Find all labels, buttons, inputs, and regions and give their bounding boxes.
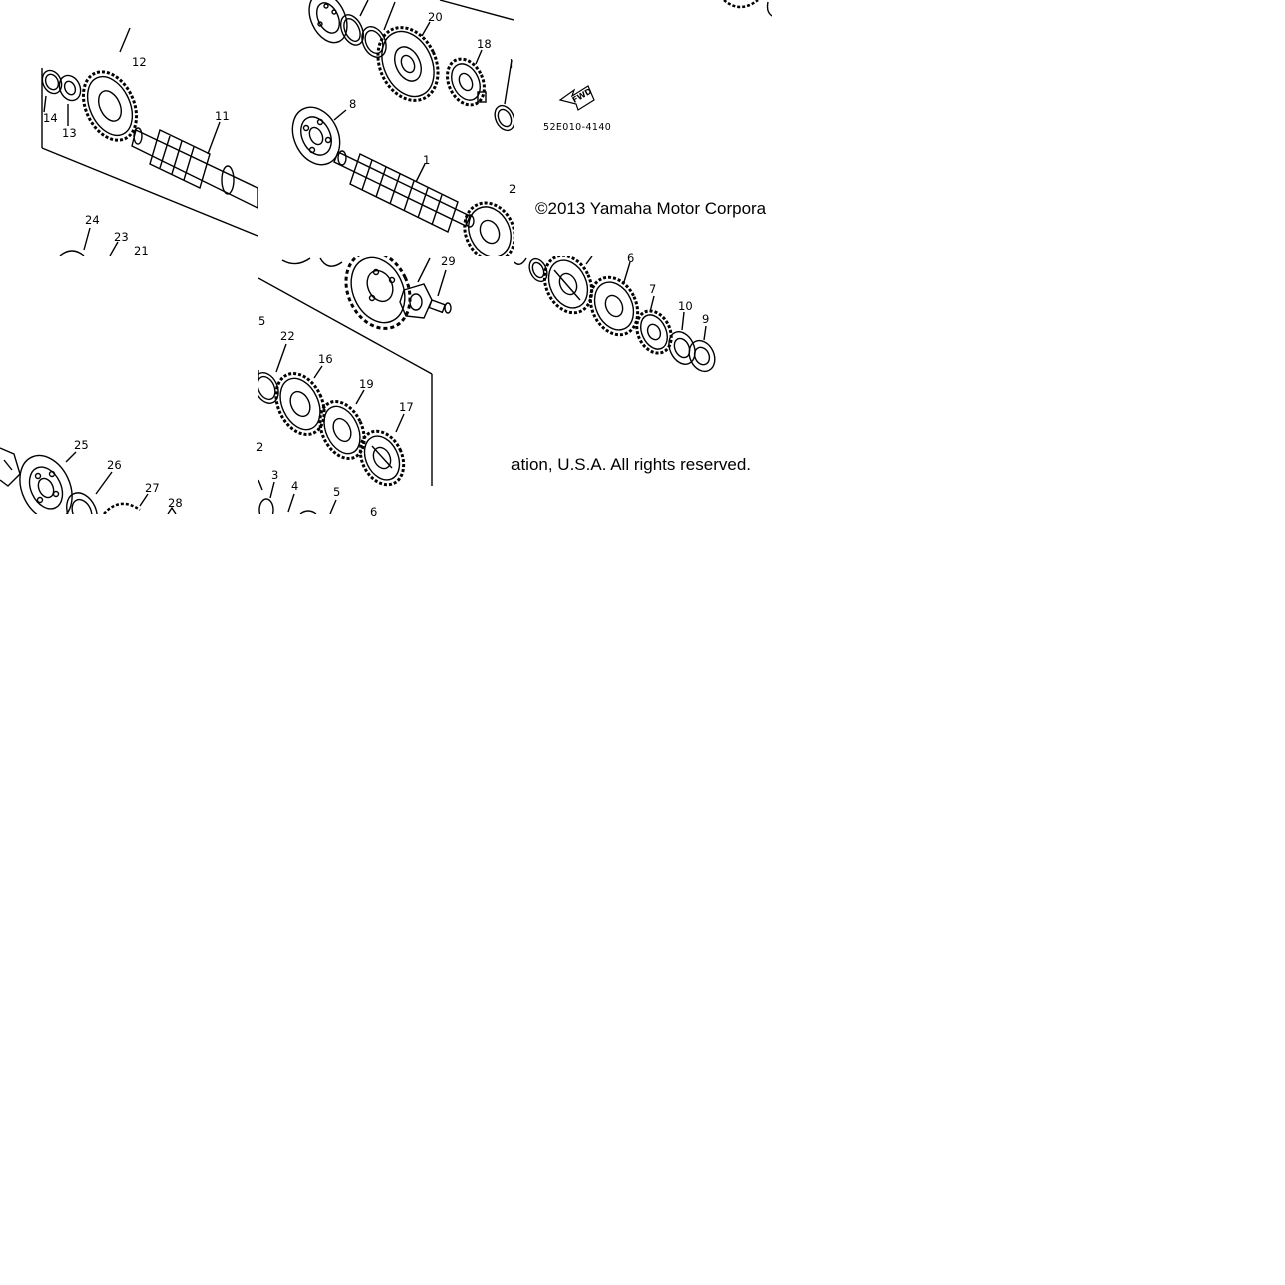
washer-3 [258,498,274,514]
tile-bottom-left [0,447,177,514]
drive-sprocket [344,256,412,330]
washer [339,14,365,46]
washer-14 [41,69,63,95]
callout-11: 11 [215,109,230,123]
copyright-line-2: ation, U.S.A. All rights reserved. [511,455,751,474]
callout-2-mid: 2 [256,440,263,454]
main-axle [333,150,475,233]
callout-1: 1 [423,153,430,167]
bearing [308,0,348,44]
callout-26: 26 [107,458,122,472]
callout-18: 18 [477,37,492,51]
copyright-line-1: ©2013 Yamaha Motor Corpora [535,199,767,218]
circlip-22 [258,372,279,404]
bearing-10 [668,331,696,365]
gear-20 [376,26,440,102]
bolt-29 [428,299,452,314]
gear-17 [358,429,406,487]
callout-27: 27 [145,481,160,495]
callout-9: 9 [702,312,709,326]
callout-16: 16 [318,352,333,366]
washer-13 [58,74,82,102]
callout-4: 4 [291,479,298,493]
gear-12 [81,70,139,142]
oil-seal-9 [688,339,716,373]
callout-17: 17 [399,400,414,414]
gear-6 [588,275,640,337]
gear-16 [274,372,326,436]
tile-top-right [558,0,772,111]
callout-5-mid: 5 [258,314,265,328]
callout-21: 21 [134,244,149,258]
callout-14: 14 [43,111,58,125]
callout-edge: l [510,57,513,71]
ring [494,104,514,132]
gear-7 [635,309,673,355]
callout-28: 28 [168,496,183,510]
callout-6-right: 6 [627,251,634,265]
callout-labels: 20 18 l 8 1 2 12 11 14 13 24 23 21 29 6 … [43,10,709,519]
tile-middle-center [258,256,452,514]
gear-pair [542,256,594,315]
callout-7: 7 [649,282,656,296]
callout-10: 10 [678,299,693,313]
circlip [528,257,548,283]
callout-22: 22 [280,329,295,343]
bearing-25 [19,454,73,514]
callout-23: 23 [114,230,129,244]
tile-top-left [41,27,258,256]
callout-12: 12 [132,55,147,69]
gear-2 [463,201,514,256]
bearing-8 [291,106,341,166]
callout-24: 24 [85,213,100,227]
fwd-arrow-icon [558,85,595,111]
tile-top-center [291,0,514,256]
callout-8: 8 [349,97,356,111]
callout-20: 20 [428,10,443,24]
callout-6-bottom: 6 [370,505,377,519]
callout-29: 29 [441,254,456,268]
callout-19: 19 [359,377,374,391]
drive-axle-11 [131,127,258,209]
lock-washer [399,283,433,319]
callout-25: 25 [74,438,89,452]
tile-middle-right [514,256,716,373]
gear-18 [446,57,487,107]
part-code: 52E010-4140 [543,122,611,133]
callout-5-bottom: 5 [333,485,340,499]
oil-seal-26 [66,492,98,514]
callout-3: 3 [271,468,278,482]
callout-2-top: 2 [509,182,516,196]
callout-13: 13 [62,126,77,140]
gear-19 [318,400,366,460]
